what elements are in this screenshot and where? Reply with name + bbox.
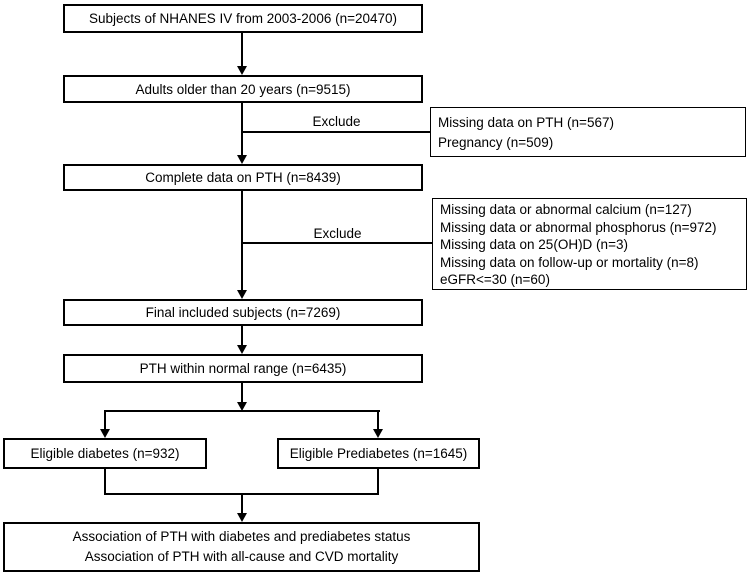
box-association-outcomes: Association of PTH with diabetes and pre… <box>3 522 480 572</box>
join-line <box>104 493 379 495</box>
box-eligible-diabetes-label: Eligible diabetes (n=932) <box>30 446 180 461</box>
box-pth-normal-range-label: PTH within normal range (n=6435) <box>139 361 347 376</box>
box-final-included-subjects-label: Final included subjects (n=7269) <box>145 305 341 320</box>
connector-final-pthnormal <box>241 326 243 346</box>
association-outcomes-line1: Association of PTH with diabetes and pre… <box>72 529 411 544</box>
connector-split-prediabetes <box>377 412 379 430</box>
split-line <box>104 410 380 412</box>
association-outcomes-line2: Association of PTH with all-cause and CV… <box>84 549 399 564</box>
box-final-included-subjects: Final included subjects (n=7269) <box>63 299 423 326</box>
connector-split-diabetes <box>104 412 106 430</box>
box-eligible-diabetes: Eligible diabetes (n=932) <box>3 438 207 469</box>
box-subjects-nhanes: Subjects of NHANES IV from 2003-2006 (n=… <box>63 4 423 33</box>
connector-prediabetes-join <box>377 469 379 494</box>
exclusion-2-item: Missing data on 25(OH)D (n=3) <box>440 237 628 253</box>
connector-diabetes-join <box>104 469 106 494</box>
box-subjects-nhanes-label: Subjects of NHANES IV from 2003-2006 (n=… <box>88 11 398 26</box>
exclusion-2-item: Missing data or abnormal phosphorus (n=9… <box>440 219 717 235</box>
box-complete-pth-data: Complete data on PTH (n=8439) <box>63 164 423 191</box>
exclude-label-1: Exclude <box>312 114 361 129</box>
exclusion-2-item: Missing data or abnormal calcium (n=127) <box>440 202 692 217</box>
arrowhead-into-diabetes <box>100 429 110 438</box>
box-exclusions-2: Missing data or abnormal calcium (n=127)… <box>432 198 747 290</box>
connector-pthnormal-split <box>241 383 243 403</box>
connector-join-association <box>241 495 243 514</box>
box-eligible-prediabetes-label: Eligible Prediabetes (n=1645) <box>289 446 468 461</box>
exclusion-2-item: Missing data on follow-up or mortality (… <box>440 254 699 270</box>
box-pth-normal-range: PTH within normal range (n=6435) <box>63 354 423 383</box>
arrowhead-into-association <box>237 513 247 522</box>
exclusion-2-item: eGFR<=30 (n=60) <box>440 272 550 288</box>
box-complete-pth-data-label: Complete data on PTH (n=8439) <box>145 170 341 185</box>
branch-to-exclusions-1 <box>243 131 430 133</box>
connector-complete-final <box>241 191 243 291</box>
connector-adults-complete <box>241 103 243 156</box>
arrowhead-into-complete <box>237 155 247 164</box>
box-exclusions-1: Missing data on PTH (n=567) Pregnancy (n… <box>430 107 746 157</box>
box-eligible-prediabetes: Eligible Prediabetes (n=1645) <box>277 438 480 469</box>
arrowhead-into-split <box>237 402 247 411</box>
exclusion-1-item: Missing data on PTH (n=567) <box>438 115 614 130</box>
branch-to-exclusions-2 <box>243 242 432 244</box>
exclude-label-2: Exclude <box>313 226 362 241</box>
box-adults-over-20: Adults older than 20 years (n=9515) <box>63 75 423 103</box>
arrowhead-into-prediabetes <box>373 429 383 438</box>
arrowhead-into-final <box>237 290 247 299</box>
box-adults-over-20-label: Adults older than 20 years (n=9515) <box>135 81 351 97</box>
connector-subjects-adults <box>241 33 243 67</box>
exclusion-1-item: Pregnancy (n=509) <box>438 135 554 150</box>
arrowhead-into-pthnormal <box>237 345 247 354</box>
arrowhead-into-adults <box>237 66 247 75</box>
